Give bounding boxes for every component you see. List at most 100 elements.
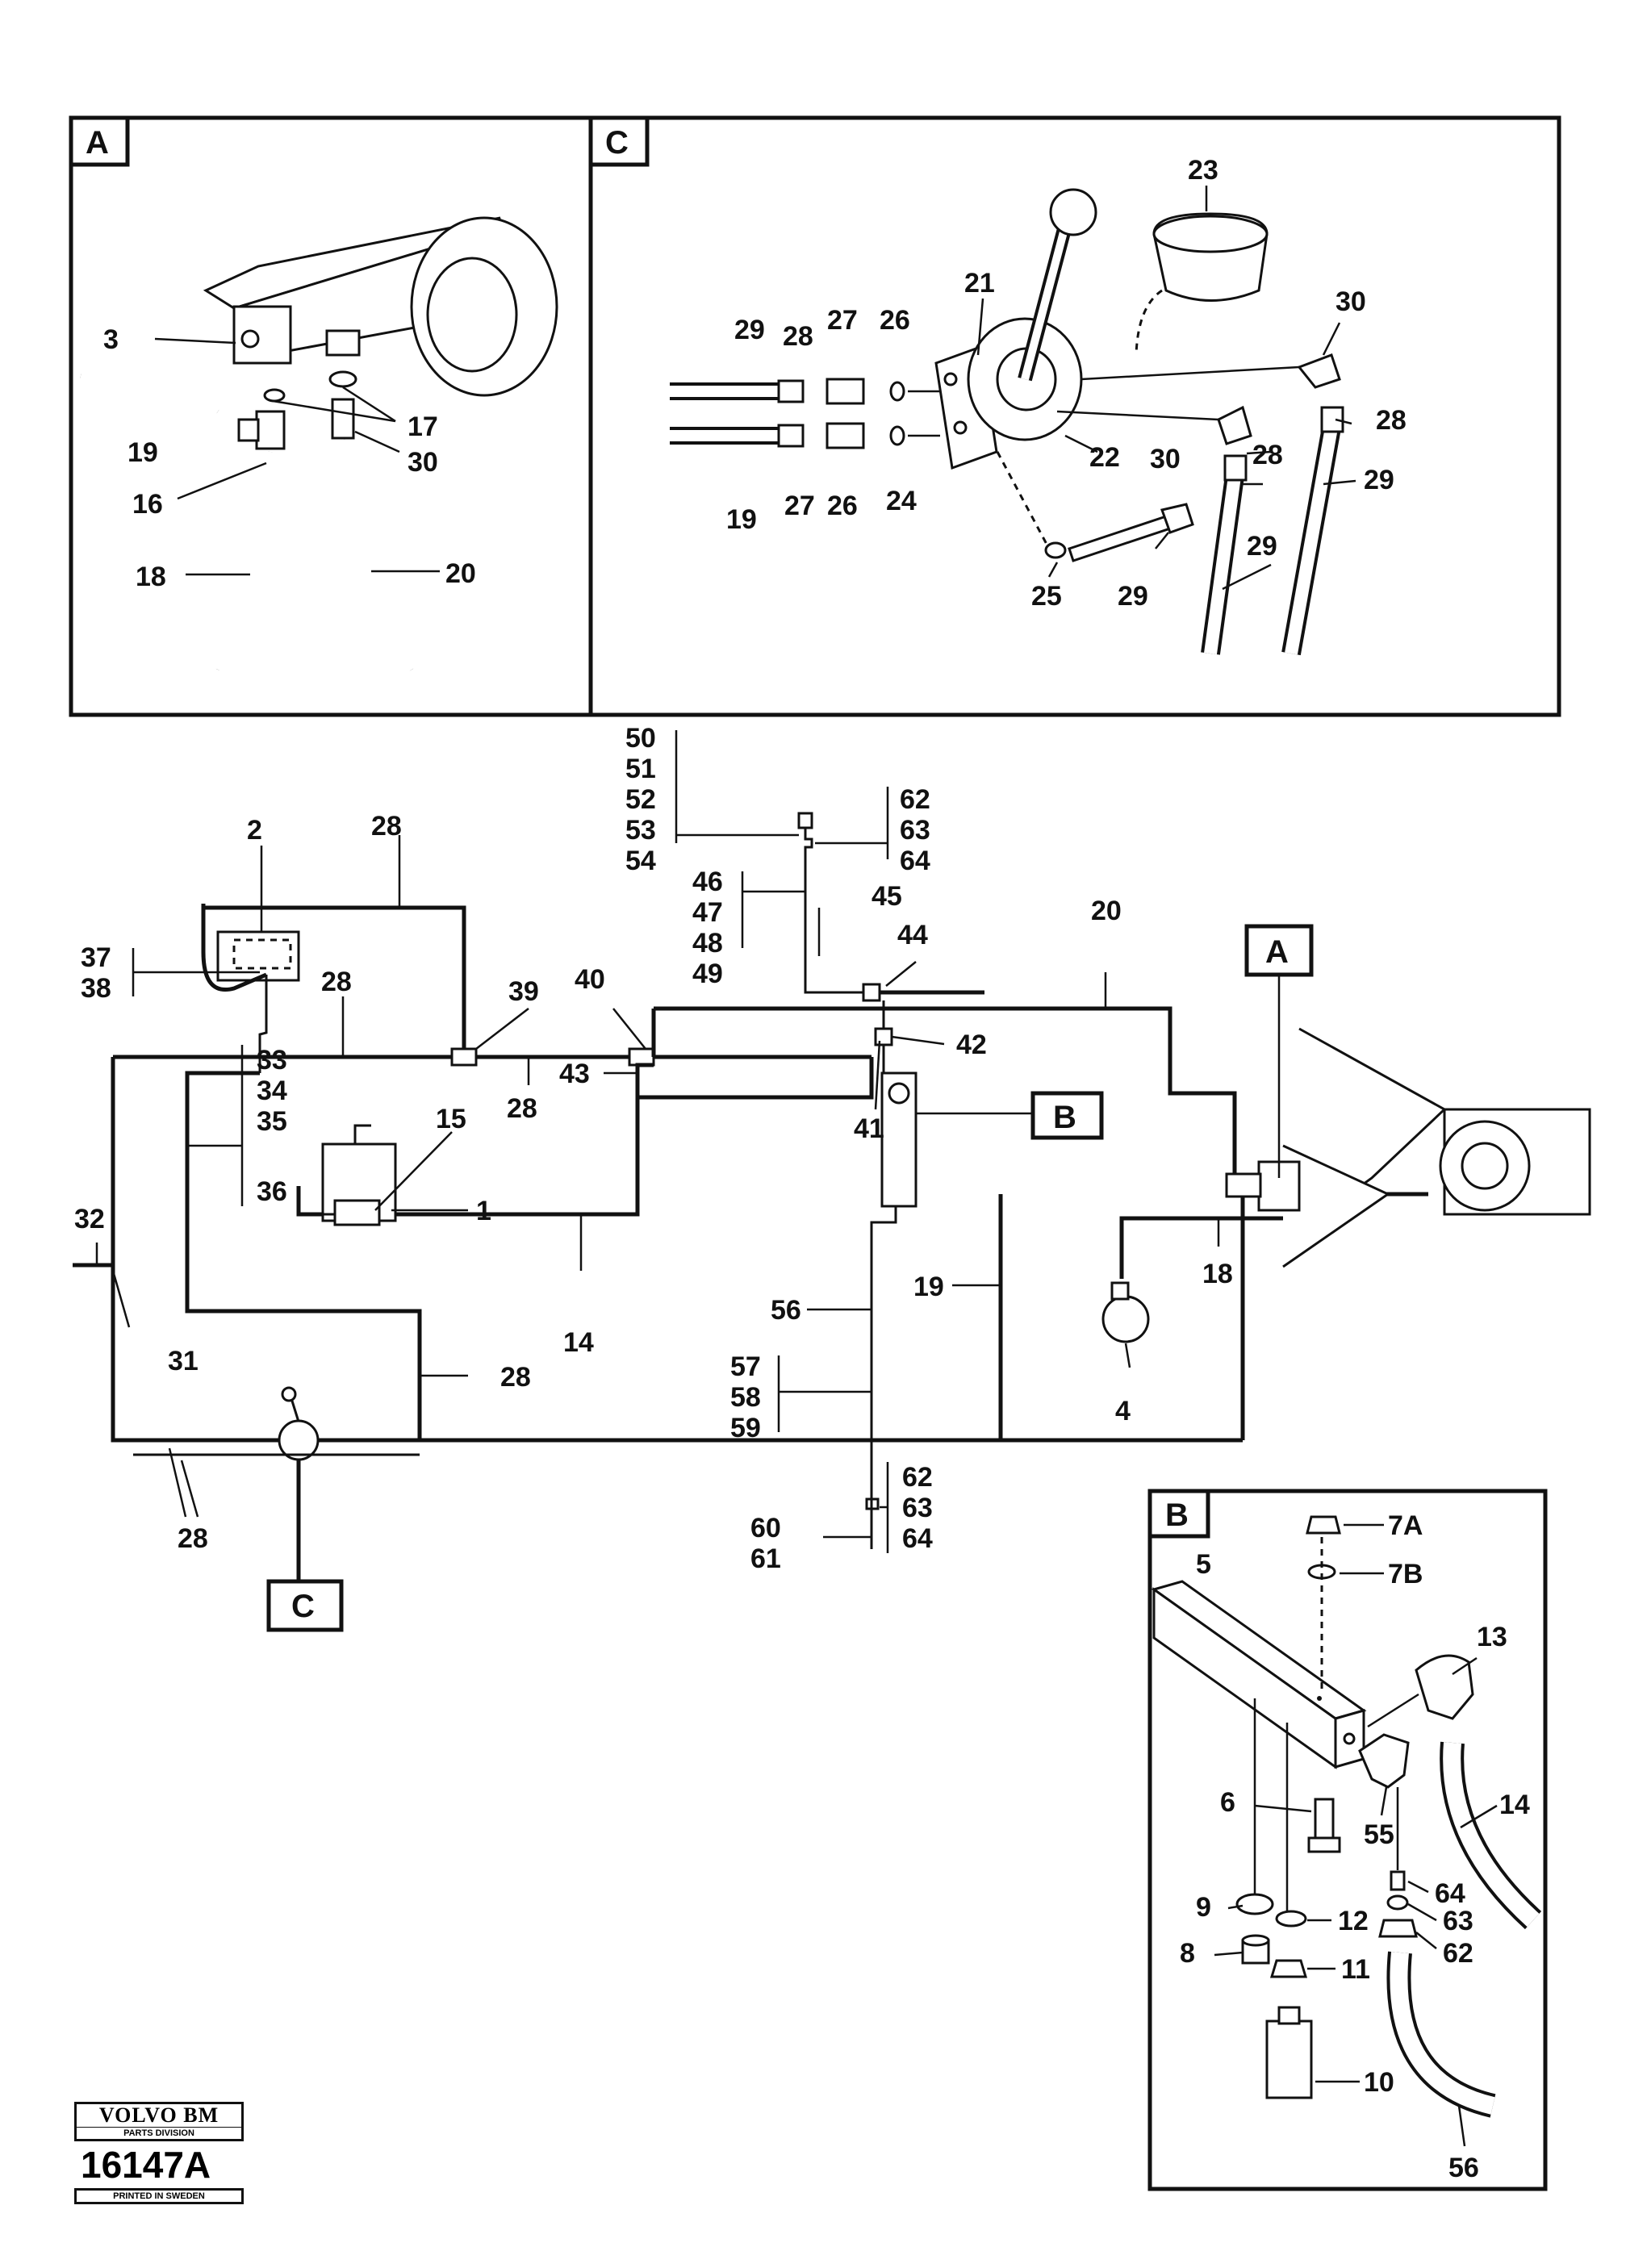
detail-panel-a: A 3 19 16 18 bbox=[69, 115, 558, 674]
part-label: 10 bbox=[1364, 2067, 1394, 2098]
tee-fitting-illustration bbox=[255, 410, 286, 450]
detail-box-c-letter: C bbox=[605, 125, 629, 161]
nut-illustration bbox=[1269, 1959, 1308, 1978]
part-label: 7A bbox=[1388, 1510, 1423, 1541]
part-label: 30 bbox=[408, 447, 438, 478]
filter-illustration bbox=[1265, 2019, 1313, 2099]
part-label: 63 bbox=[1443, 1906, 1473, 1936]
part-label: 52 bbox=[625, 784, 656, 815]
logo-division: PARTS DIVISION bbox=[74, 2127, 244, 2141]
part-label: 63 bbox=[900, 815, 930, 846]
part-label: 51 bbox=[625, 754, 656, 784]
part-label: 33 bbox=[257, 1045, 287, 1076]
part-label: 50 bbox=[625, 723, 656, 754]
part-label: 20 bbox=[445, 558, 476, 589]
hose-19-illustration-inner bbox=[80, 369, 222, 418]
nipple-illustration bbox=[1390, 1870, 1406, 1891]
hose-end-illustration bbox=[777, 424, 805, 448]
elbow-fitting-illustration bbox=[1358, 1733, 1410, 1789]
part-label: 27 bbox=[827, 305, 858, 336]
tee-fitting-illustration bbox=[628, 1047, 655, 1067]
callout-b-letter: B bbox=[1053, 1100, 1076, 1135]
tee-fitting-illustration bbox=[874, 1027, 893, 1046]
o-ring-illustration bbox=[328, 370, 357, 388]
part-label: 40 bbox=[575, 964, 605, 995]
brake-cylinder-illustration bbox=[203, 216, 558, 397]
washer-illustration bbox=[1235, 1893, 1274, 1915]
part-label: 29 bbox=[1364, 465, 1394, 495]
part-label: 28 bbox=[321, 967, 352, 997]
callout-c-letter: C bbox=[291, 1589, 315, 1624]
fitting-illustration bbox=[797, 812, 813, 829]
elbow-fitting-illustration bbox=[1415, 1654, 1474, 1720]
part-label: 63 bbox=[902, 1493, 933, 1523]
part-label: 26 bbox=[880, 305, 910, 336]
part-label: 43 bbox=[559, 1059, 590, 1089]
part-label: 28 bbox=[178, 1523, 208, 1554]
part-label: 47 bbox=[692, 897, 723, 928]
part-label: 23 bbox=[1188, 155, 1218, 186]
hose-18-illustration-inner bbox=[211, 451, 278, 673]
part-label: 26 bbox=[827, 491, 858, 521]
part-label: 64 bbox=[1435, 1878, 1465, 1909]
part-label: 59 bbox=[730, 1413, 761, 1443]
part-label: 14 bbox=[1499, 1790, 1530, 1820]
top-frame bbox=[69, 115, 1561, 717]
part-label: 17 bbox=[408, 411, 438, 442]
part-label: 1 bbox=[476, 1196, 491, 1226]
part-label: 64 bbox=[900, 846, 930, 876]
bolt-head-illustration bbox=[1160, 503, 1194, 534]
part-label: 9 bbox=[1196, 1892, 1211, 1923]
part-label: 45 bbox=[872, 881, 902, 912]
detail-panel-c: C bbox=[588, 115, 1407, 656]
part-label: 4 bbox=[1115, 1396, 1131, 1426]
part-label: 3 bbox=[103, 324, 119, 355]
part-label: 16 bbox=[132, 489, 163, 520]
part-label: 41 bbox=[854, 1113, 884, 1144]
tee-fitting-illustration bbox=[862, 983, 881, 1002]
part-label: 30 bbox=[1335, 286, 1366, 317]
part-label: 28 bbox=[500, 1362, 531, 1393]
logo-brand: VOLVO BM bbox=[74, 2102, 244, 2127]
part-label: 11 bbox=[1341, 1954, 1370, 1985]
part-label: 60 bbox=[750, 1513, 781, 1543]
nut-illustration bbox=[1378, 1919, 1418, 1938]
tee-fitting-illustration bbox=[237, 418, 260, 442]
part-label: 29 bbox=[1247, 531, 1277, 562]
elbow-fitting-illustration bbox=[1217, 405, 1252, 445]
part-label: 28 bbox=[1376, 405, 1407, 436]
part-label: 15 bbox=[436, 1104, 466, 1134]
part-label: 5 bbox=[1196, 1549, 1211, 1580]
drawing-number: 16147A bbox=[81, 2144, 211, 2186]
callout-a-letter: A bbox=[1265, 934, 1289, 970]
retaining-ring-illustration bbox=[1275, 1910, 1307, 1928]
part-label: 42 bbox=[956, 1030, 987, 1060]
part-label: 18 bbox=[1202, 1259, 1233, 1289]
part-label: 12 bbox=[1338, 1906, 1369, 1936]
detail-box-a-letter: A bbox=[86, 125, 109, 161]
part-label: 53 bbox=[625, 815, 656, 846]
bolt-illustration bbox=[1314, 1798, 1335, 1841]
part-label: 37 bbox=[81, 942, 111, 973]
part-label: 46 bbox=[692, 867, 723, 897]
nipple-illustration bbox=[826, 422, 865, 449]
part-label: 13 bbox=[1477, 1622, 1507, 1652]
part-label: 35 bbox=[257, 1106, 287, 1137]
part-label: 49 bbox=[692, 959, 723, 989]
part-label: 31 bbox=[168, 1346, 199, 1376]
part-label: 38 bbox=[81, 973, 111, 1004]
part-label: 25 bbox=[1031, 581, 1062, 612]
washer-illustration bbox=[1386, 1894, 1409, 1911]
part-label: 56 bbox=[771, 1295, 801, 1326]
part-label: 36 bbox=[257, 1176, 287, 1207]
part-label: 22 bbox=[1089, 442, 1120, 473]
part-label: 62 bbox=[902, 1462, 933, 1493]
main-schematic: A B C 2 28 37 38 28 39 40 50 51 52 53 54… bbox=[73, 723, 1591, 1632]
detail-box-b-letter: B bbox=[1165, 1497, 1189, 1533]
axle-illustration bbox=[1225, 1027, 1591, 1268]
washer-illustration bbox=[889, 425, 905, 446]
part-label: 30 bbox=[1150, 444, 1181, 474]
union-fitting-illustration bbox=[331, 398, 355, 440]
part-label: 28 bbox=[1252, 440, 1283, 470]
